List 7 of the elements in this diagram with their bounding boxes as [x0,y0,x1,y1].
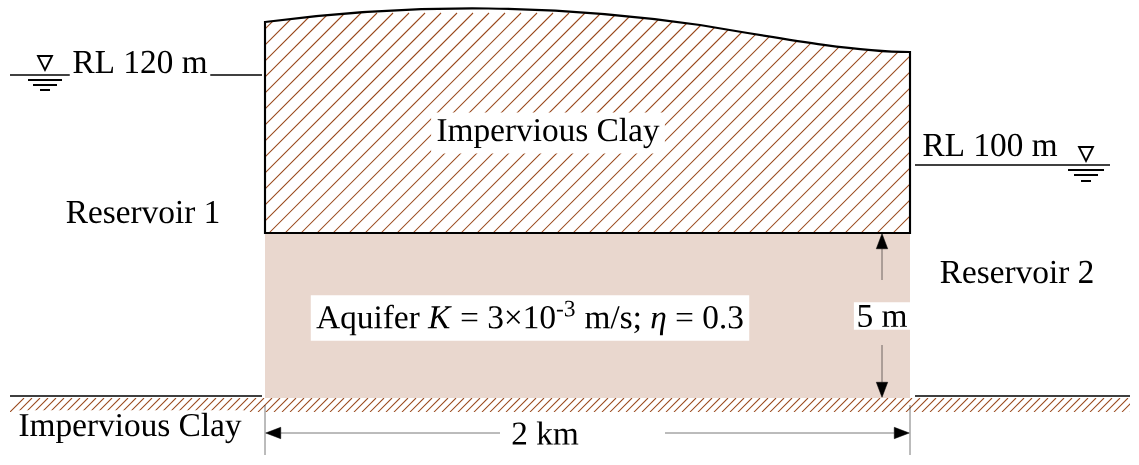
dimension-label: 2 km [508,418,582,448]
reservoir-label: Reservoir 1 [63,198,223,226]
elevation-label: RL 120 m [69,48,211,76]
dimension-label: 5 m [853,302,911,330]
reservoir-label: Reservoir 2 [937,258,1097,286]
layer-label: Impervious Clay [15,410,245,446]
elevation-label: RL 100 m [919,131,1061,159]
